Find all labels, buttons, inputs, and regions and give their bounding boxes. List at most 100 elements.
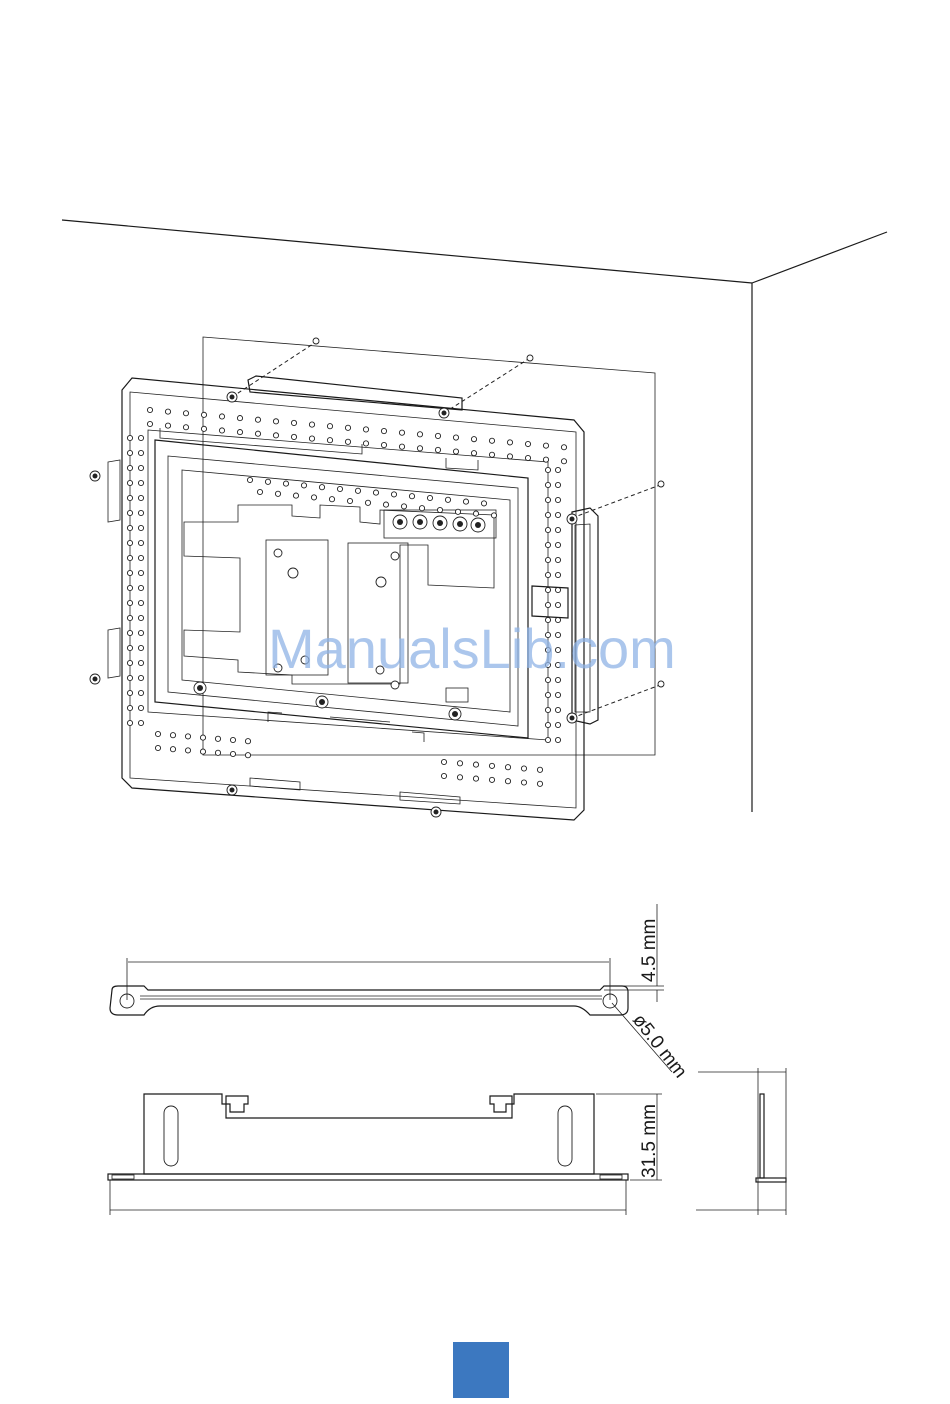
frame-hole: [230, 751, 235, 756]
frame-hole: [309, 422, 314, 427]
frame-hole: [165, 409, 170, 414]
frame-hole: [138, 495, 143, 500]
frame-hole: [365, 500, 370, 505]
frame-hole: [391, 492, 396, 497]
frame-hole: [147, 421, 152, 426]
frame-hole: [545, 587, 550, 592]
frame-hole: [185, 734, 190, 739]
frame-hole: [555, 542, 560, 547]
frame-hole: [138, 720, 143, 725]
frame-hole: [138, 480, 143, 485]
frame-hole: [127, 630, 132, 635]
frame-hole: [545, 707, 550, 712]
frame-hole: [127, 660, 132, 665]
frame-hole: [138, 540, 143, 545]
frame-hole: [355, 488, 360, 493]
frame-hole: [165, 423, 170, 428]
frame-hole: [138, 615, 143, 620]
frame-hole: [138, 690, 143, 695]
frame-hole: [127, 555, 132, 560]
frame-hole: [345, 439, 350, 444]
frame-hole: [555, 587, 560, 592]
frame-hole: [155, 731, 160, 736]
frame-hole: [555, 707, 560, 712]
frame-hole: [138, 510, 143, 515]
frame-hole: [507, 440, 512, 445]
wall-plate: [203, 337, 655, 755]
frame-hole: [138, 705, 143, 710]
frame-hole: [545, 557, 550, 562]
frame-hole: [401, 504, 406, 509]
frame-hole: [345, 425, 350, 430]
frame-hole: [255, 431, 260, 436]
frame-hole: [155, 745, 160, 750]
frame-hole: [435, 433, 440, 438]
frame-hole: [273, 433, 278, 438]
frame-hole: [363, 427, 368, 432]
frame-hole: [473, 776, 478, 781]
frame-hole: [138, 660, 143, 665]
frame-hole: [183, 425, 188, 430]
frame-hole: [127, 465, 132, 470]
frame-hole: [455, 509, 460, 514]
frame-hole: [441, 773, 446, 778]
frame-hole: [545, 542, 550, 547]
frame-hole: [127, 705, 132, 710]
frame-hole: [127, 435, 132, 440]
frame-hole: [537, 781, 542, 786]
frame-hole: [555, 557, 560, 562]
frame-hole: [555, 737, 560, 742]
frame-hole: [200, 735, 205, 740]
frame-hole: [417, 446, 422, 451]
frame-hole: [409, 494, 414, 499]
frame-hole: [545, 722, 550, 727]
frame-hole: [319, 485, 324, 490]
frame-hole: [457, 775, 462, 780]
frame-hole: [453, 449, 458, 454]
frame-hole: [521, 766, 526, 771]
frame-hole: [127, 450, 132, 455]
frame-hole: [127, 675, 132, 680]
frame-hole: [201, 412, 206, 417]
frame-hole: [521, 780, 526, 785]
frame-hole: [545, 692, 550, 697]
frame-hole: [505, 765, 510, 770]
frame-hole: [237, 416, 242, 421]
frame-hole: [473, 762, 478, 767]
frame-hole: [170, 747, 175, 752]
frame-hole: [489, 452, 494, 457]
frame-hole: [138, 585, 143, 590]
frame-hole: [489, 438, 494, 443]
frame-hole: [201, 426, 206, 431]
frame-hole: [147, 407, 152, 412]
frame-hole: [185, 748, 190, 753]
frame-hole: [463, 499, 468, 504]
frame-hole: [445, 497, 450, 502]
bracket-front-view: [108, 1094, 662, 1215]
watermark-text: ManualsLib.com: [268, 617, 676, 680]
frame-hole: [543, 457, 548, 462]
frame-hole: [275, 491, 280, 496]
frame-hole: [555, 572, 560, 577]
frame-hole: [555, 692, 560, 697]
frame-hole: [138, 450, 143, 455]
frame-hole: [471, 437, 476, 442]
frame-hole: [127, 570, 132, 575]
frame-hole: [489, 763, 494, 768]
frame-hole: [555, 512, 560, 517]
frame-hole: [138, 435, 143, 440]
frame-hole: [435, 447, 440, 452]
frame-hole: [507, 454, 512, 459]
frame-hole: [138, 555, 143, 560]
bracket-height-label: 31.5 mm: [639, 1104, 660, 1178]
frame-hole: [555, 722, 560, 727]
frame-hole: [441, 759, 446, 764]
frame-hole: [127, 585, 132, 590]
frame-hole: [481, 501, 486, 506]
frame-hole: [419, 506, 424, 511]
frame-hole: [138, 600, 143, 605]
frame-hole: [471, 451, 476, 456]
frame-hole: [245, 739, 250, 744]
frame-hole: [545, 467, 550, 472]
frame-hole: [273, 419, 278, 424]
